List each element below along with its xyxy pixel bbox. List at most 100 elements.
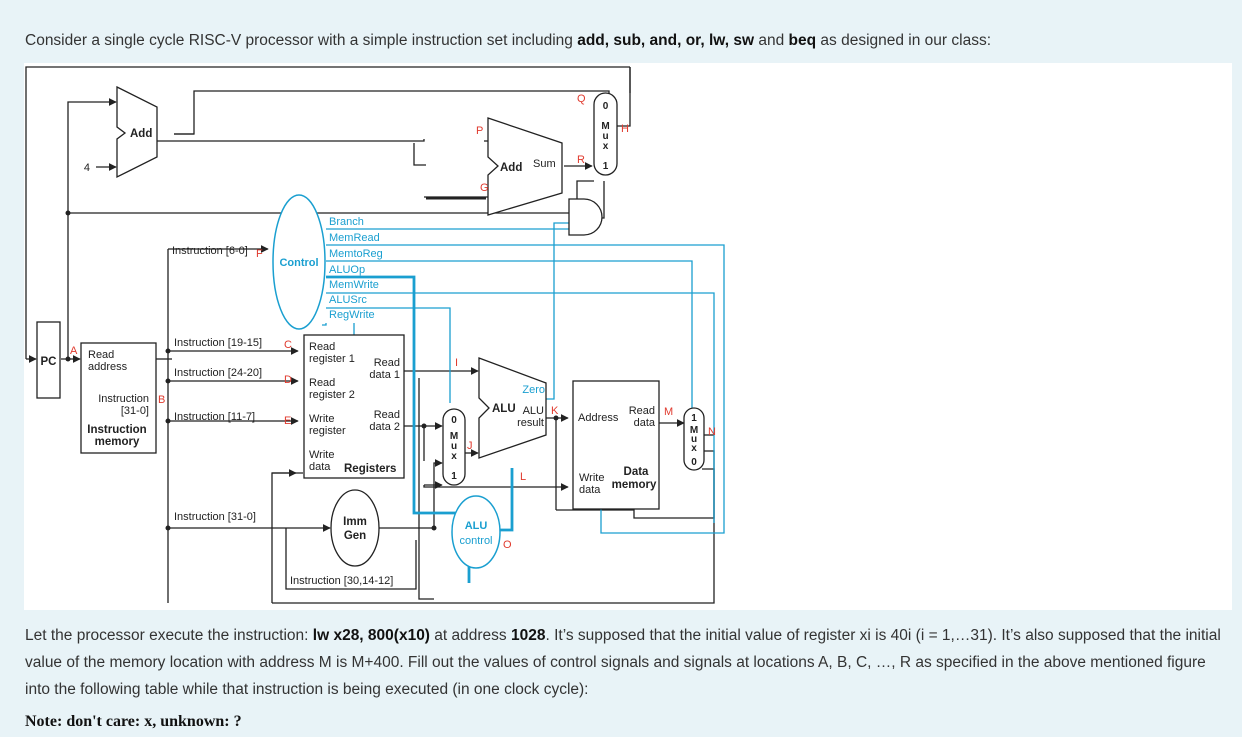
constant-four: 4: [84, 162, 90, 174]
instr-24-20-label: Instruction [24-20]: [174, 367, 262, 379]
imm-gen: [330, 489, 380, 567]
signal-alusrc: ALUSrc: [329, 294, 367, 306]
point-h: H: [621, 123, 629, 135]
point-b: B: [158, 394, 165, 406]
point-r: R: [577, 154, 585, 166]
pc-mux-m: M: [601, 121, 609, 132]
dmem-title-b: memory: [612, 479, 657, 491]
pc-mux-0: 0: [603, 101, 609, 112]
alusrc-mux-0: 0: [451, 415, 457, 426]
point-a: A: [70, 345, 78, 357]
pc-mux-u: u: [602, 131, 608, 142]
point-d: D: [284, 374, 292, 386]
point-g: G: [480, 182, 489, 194]
dmem-write-a: Write: [579, 472, 604, 484]
instr-6-0-label: Instruction [6-0]: [172, 245, 248, 257]
reg-read-reg1-b: register 1: [309, 353, 355, 365]
memtoreg-mux-u: u: [691, 434, 697, 445]
alusrc-mux-1: 1: [451, 471, 457, 482]
signal-memwrite: MemWrite: [329, 279, 379, 291]
imem-address-label: address: [88, 361, 128, 373]
reg-write-data-b: data: [309, 461, 331, 473]
reg-read-data1-a: Read: [374, 357, 400, 369]
alu-zero-label: Zero: [522, 384, 545, 396]
signal-memread: MemRead: [329, 232, 380, 244]
alusrc-mux-u: u: [451, 441, 457, 452]
memtoreg-mux-0: 0: [691, 457, 697, 468]
reg-write-reg-b: register: [309, 425, 346, 437]
registers-title: Registers: [344, 463, 396, 475]
alu-control: [451, 495, 501, 569]
imem-range-label: [31-0]: [121, 405, 149, 417]
alu: [478, 357, 547, 459]
dmem-title-a: Data: [624, 466, 650, 478]
memtoreg-mux: [683, 407, 705, 471]
signal-memtoreg: MemtoReg: [329, 248, 383, 260]
alu-control-b: control: [459, 535, 492, 547]
instr-11-7-label: Instruction [11-7]: [174, 411, 255, 423]
note-line: Note: don't care: x, unknown: ?: [25, 713, 242, 730]
point-o: O: [503, 539, 512, 551]
pc-mux-1: 1: [603, 161, 609, 172]
reg-read-reg1-a: Read: [309, 341, 335, 353]
reg-write-reg-a: Write: [309, 413, 334, 425]
alu-result-b: result: [517, 417, 544, 429]
control-unit-label: Control: [279, 257, 318, 269]
instruction-memory: [80, 342, 157, 454]
intro-text: Consider a single cycle RISC-V processor…: [25, 32, 991, 49]
imem-title2: memory: [95, 436, 140, 448]
dmem-write-b: data: [579, 484, 601, 496]
imm-gen-a: Imm: [343, 516, 367, 528]
data-memory: [572, 380, 660, 510]
register-file: [303, 334, 405, 479]
alusrc-mux-m: M: [450, 431, 458, 442]
branch-adder-label: Add: [500, 162, 522, 174]
point-j: J: [467, 440, 473, 452]
question-paragraph: Let the processor execute the instructio…: [25, 627, 1221, 698]
pc-mux: [593, 92, 618, 176]
reg-read-data1-b: data 1: [369, 369, 400, 381]
point-l: L: [520, 471, 526, 483]
instr-31-0-label: Instruction [31-0]: [174, 511, 256, 523]
dmem-address-label: Address: [578, 412, 619, 424]
reg-write-data-a: Write: [309, 449, 334, 461]
reg-read-reg2-a: Read: [309, 377, 335, 389]
instr-30-14-12-label: Instruction [30,14-12]: [290, 575, 393, 587]
reg-read-reg2-b: register 2: [309, 389, 355, 401]
imem-read-label: Read: [88, 349, 114, 361]
reg-read-data2-a: Read: [374, 409, 400, 421]
point-c: C: [284, 339, 292, 351]
point-n: N: [708, 426, 716, 438]
pc-adder: [116, 85, 158, 179]
branch-and-gate: [568, 198, 603, 236]
memtoreg-mux-m: M: [690, 425, 698, 436]
control-unit: [272, 194, 326, 330]
memtoreg-mux-x: x: [691, 443, 697, 454]
branch-adder: [487, 117, 563, 216]
signal-branch: Branch: [329, 216, 364, 228]
pc-register: [36, 321, 61, 399]
signal-aluop: ALUOp: [329, 264, 365, 276]
signal-regwrite: RegWrite: [329, 309, 375, 321]
point-i: I: [455, 357, 458, 369]
alu-result-a: ALU: [523, 405, 544, 417]
alusrc-mux-x: x: [451, 451, 457, 462]
instr-19-15-label: Instruction [19-15]: [174, 337, 262, 349]
point-e: E: [284, 415, 291, 427]
point-k: K: [551, 405, 559, 417]
point-m: M: [664, 406, 673, 418]
dmem-read-b: data: [634, 417, 656, 429]
memtoreg-mux-1: 1: [691, 413, 697, 424]
pc-label: PC: [41, 356, 57, 368]
alu-control-a: ALU: [465, 520, 488, 532]
pc-adder-label: Add: [130, 128, 152, 140]
point-p: P: [476, 125, 483, 137]
imem-title1: Instruction: [87, 424, 146, 436]
imem-instruction-label: Instruction: [98, 393, 149, 405]
datapath-diagram: PC Read address Instruction [31-0] Instr…: [25, 66, 725, 604]
pc-mux-x: x: [603, 141, 609, 152]
point-f: F: [256, 248, 263, 260]
dmem-read-a: Read: [629, 405, 655, 417]
alu-label: ALU: [492, 403, 516, 415]
alusrc-mux: [442, 408, 466, 486]
